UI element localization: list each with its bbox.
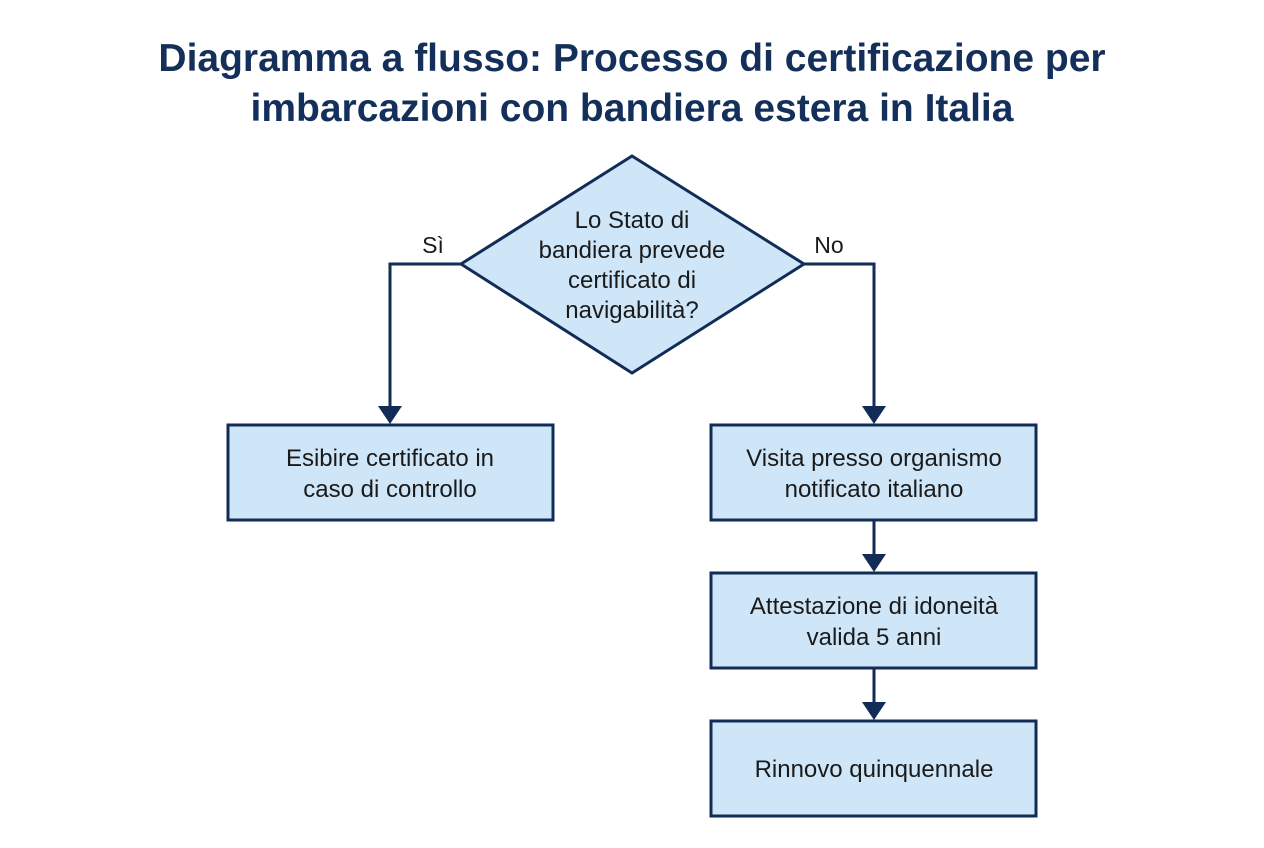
title-line-2: imbarcazioni con bandiera estera in Ital…	[251, 87, 1014, 130]
edge-no	[804, 262, 876, 408]
show-certificate-line-2: caso di controllo	[303, 476, 476, 503]
attestation-line-1: Attestazione di idoneità	[750, 593, 999, 620]
process-box-renewal	[709, 719, 1038, 818]
connectors	[378, 262, 886, 720]
arrowhead-no	[862, 406, 886, 424]
attestation-line-2: valida 5 anni	[807, 624, 942, 651]
arrowhead-yes	[378, 406, 402, 424]
arrowhead-visit-to-attestation	[862, 554, 886, 572]
process-renewal: Rinnovo quinquennale	[709, 719, 1038, 818]
process-box-show-certificate	[226, 423, 555, 522]
decision-diamond	[458, 154, 807, 375]
diagram-title: Diagramma a flusso: Processo di certific…	[158, 37, 1105, 130]
inspection-visit-line-2: notificato italiano	[785, 476, 964, 503]
edge-label-no: No	[814, 232, 843, 258]
decision-line-4: navigabilità?	[565, 297, 698, 324]
edge-yes	[388, 262, 461, 408]
renewal-line-1: Rinnovo quinquennale	[755, 756, 994, 783]
show-certificate-line-1: Esibire certificato in	[286, 445, 494, 472]
edge-label-yes: Sì	[422, 232, 444, 258]
process-inspection-visit: Visita presso organismo notificato itali…	[709, 423, 1038, 522]
decision-line-3: certificato di	[568, 267, 696, 294]
process-show-certificate: Esibire certificato in caso di controllo	[226, 423, 555, 522]
decision-line-2: bandiera prevede	[539, 237, 726, 264]
process-box-attestation	[709, 571, 1038, 670]
arrowhead-attestation-to-renewal	[862, 702, 886, 720]
title-line-1: Diagramma a flusso: Processo di certific…	[158, 37, 1105, 80]
decision-line-1: Lo Stato di	[575, 207, 690, 234]
process-box-inspection-visit	[709, 423, 1038, 522]
inspection-visit-line-1: Visita presso organismo	[746, 445, 1002, 472]
process-attestation: Attestazione di idoneità valida 5 anni	[709, 571, 1038, 670]
decision-node: Lo Stato di bandiera prevede certificato…	[458, 154, 807, 375]
